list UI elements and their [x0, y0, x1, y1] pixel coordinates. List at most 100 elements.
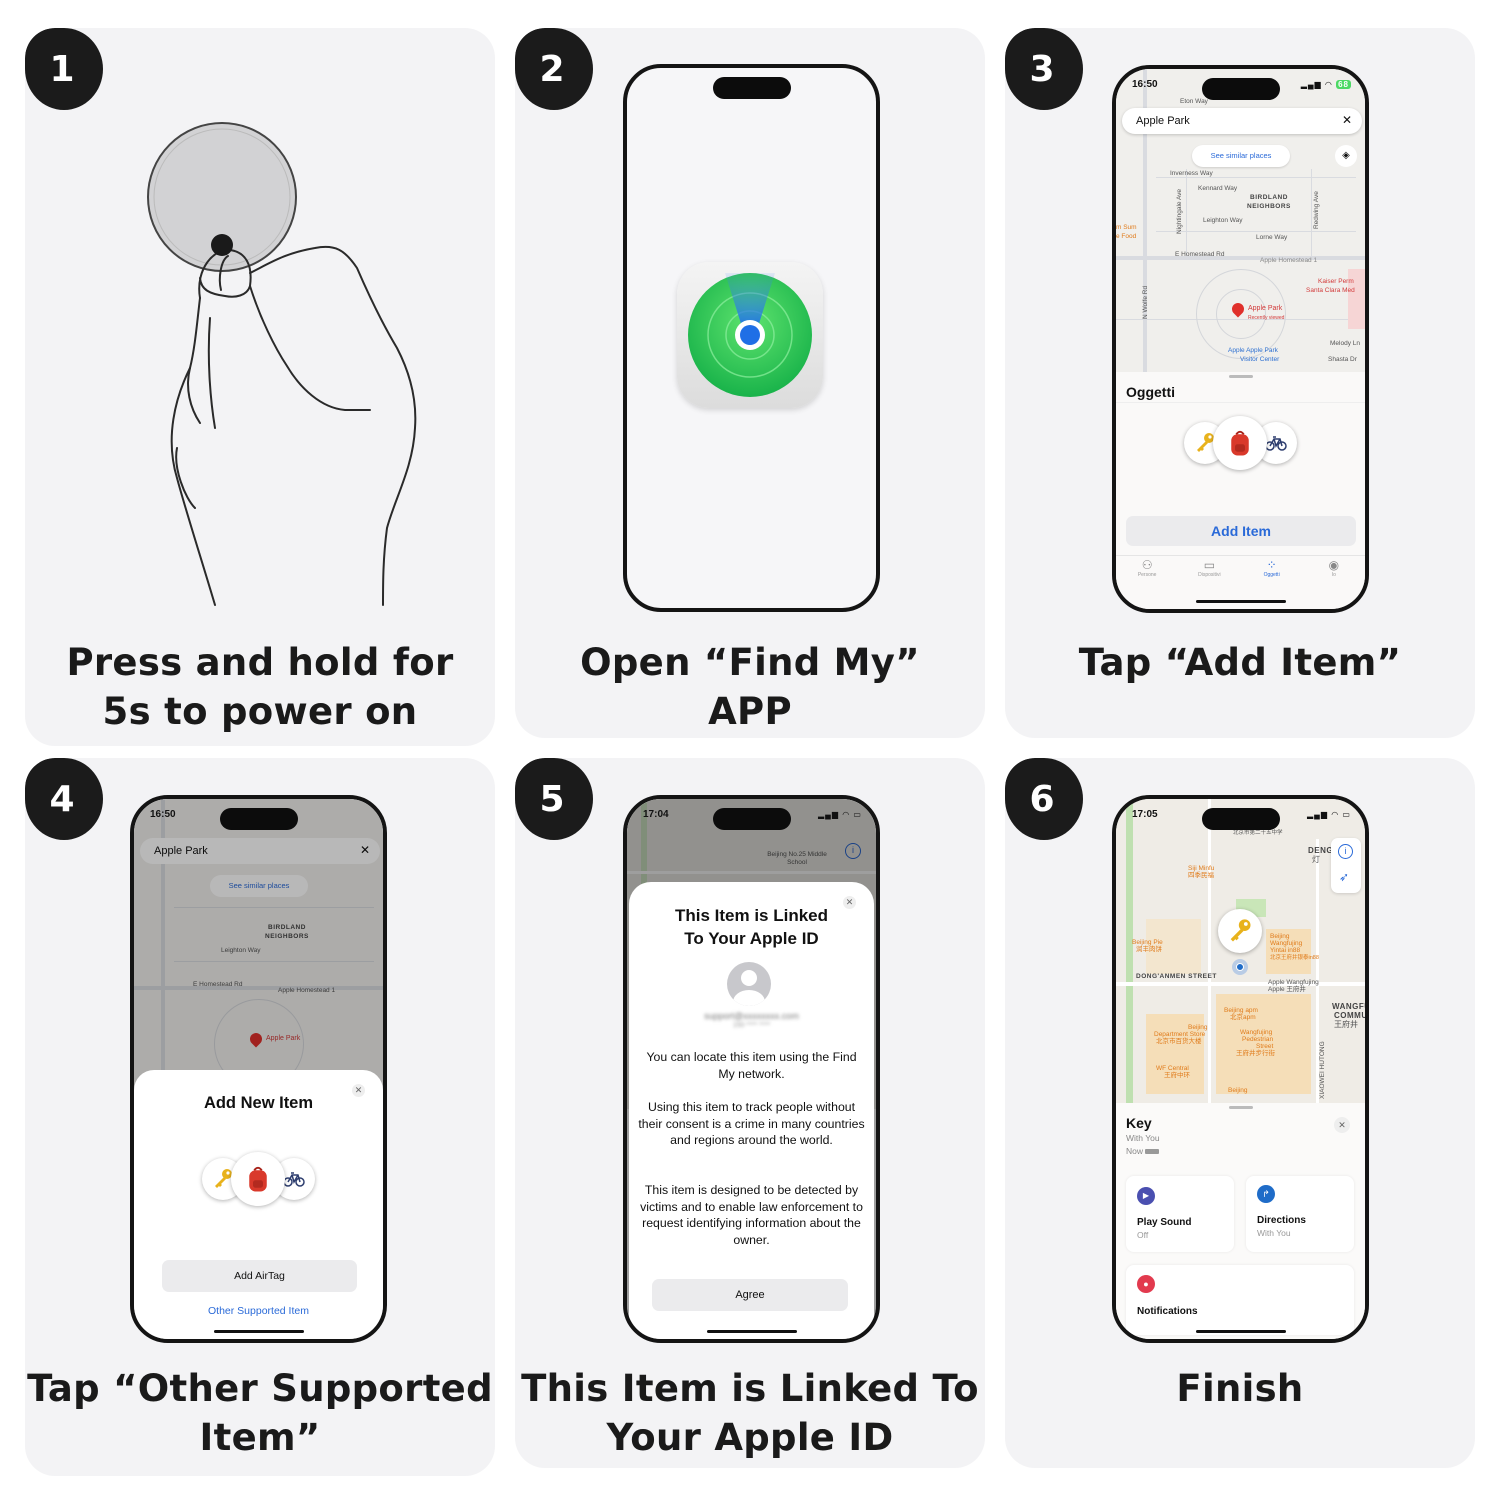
- map-label: Apple 王府井: [1268, 986, 1306, 993]
- see-similar-places-button[interactable]: See similar places: [1192, 145, 1290, 167]
- search-value: Apple Park: [154, 845, 208, 857]
- caption-line: APP: [708, 690, 792, 733]
- step-number-badge: 6: [1005, 758, 1083, 840]
- map-label: Apple Apple Park: [1228, 347, 1278, 354]
- backpack-icon: [1225, 428, 1255, 458]
- tab-persone[interactable]: ⚇Persone: [1116, 558, 1178, 588]
- detection-info-text: This item is designed to be detected by …: [640, 1183, 863, 1248]
- clear-search-icon[interactable]: ✕: [1341, 113, 1352, 127]
- item-time: Now: [1126, 1146, 1160, 1156]
- blurred-email: support@xxxxxxxx.com: [704, 1011, 799, 1021]
- tab-dispositivi[interactable]: ▭Dispositivi: [1178, 558, 1240, 588]
- map-label: Siji Minfu: [1188, 865, 1215, 872]
- close-icon[interactable]: ✕: [352, 1084, 365, 1097]
- map-label: Apple Park: [266, 1035, 301, 1042]
- map-view[interactable]: 北京市第二十五中学 DENG 灯 Siji Minfu 四季民福 Beijing…: [1116, 799, 1365, 1105]
- map-label: Beijing: [1270, 933, 1290, 940]
- sheet-handle[interactable]: [1229, 1106, 1253, 1109]
- caption-line: Your Apple ID: [606, 1416, 894, 1459]
- backpack-item-bubble: [231, 1152, 285, 1206]
- map-label: 王府井步行街: [1236, 1050, 1275, 1057]
- current-location-dot: [1232, 959, 1248, 975]
- agree-button[interactable]: Agree: [652, 1279, 848, 1311]
- phone-mockup: 17:04 ▂▄▆ ◠ ▭ Beijing No.25 Middle Schoo…: [623, 795, 880, 1343]
- map-label: XIAOWEI HUTONG: [1319, 1041, 1326, 1099]
- close-icon[interactable]: ✕: [1334, 1117, 1350, 1133]
- map-layers-icon[interactable]: ◈: [1335, 145, 1357, 167]
- battery-level: 68: [1336, 80, 1351, 89]
- directions-label: Directions: [1257, 1215, 1306, 1226]
- play-sound-button[interactable]: ▶ Play Sound Off: [1126, 1176, 1234, 1252]
- map-label: e Food: [1116, 233, 1137, 240]
- status-icons: ▂▄▆ ◠ ▭: [1307, 810, 1351, 819]
- map-label: WANGFU: [1332, 1002, 1365, 1011]
- status-time: 16:50: [1132, 79, 1158, 90]
- sheet-title: Add New Item: [203, 1094, 314, 1112]
- step-3-card: 3 16:50 ▂▄▆ ◠ 68 Eton Way Inverness Way …: [1005, 28, 1475, 738]
- find-my-app-icon[interactable]: [677, 262, 823, 408]
- step-1-card: 1 Press and hold for 5s to power on: [25, 28, 495, 746]
- map-label: Nightingale Ave: [1176, 188, 1183, 234]
- map-label: Wangfujing: [1240, 1029, 1273, 1036]
- close-icon[interactable]: ✕: [843, 896, 856, 909]
- map-label: Beijing Pie: [1132, 939, 1163, 946]
- map-label: NEIGHBORS: [265, 933, 309, 940]
- devices-icon: ▭: [1203, 558, 1216, 572]
- caption-line: Item”: [199, 1416, 321, 1459]
- map-label: Street: [1256, 1043, 1274, 1050]
- map-label: 北京王府井银泰in88: [1270, 955, 1319, 961]
- radar-icon: [688, 273, 812, 397]
- tab-io[interactable]: ◉Io: [1303, 558, 1365, 588]
- sheet-title: This Item is Linked To Your Apple ID: [629, 904, 874, 950]
- directions-button[interactable]: ↱ Directions With You: [1246, 1176, 1354, 1252]
- phone-mockup: [623, 64, 880, 612]
- map-label: Visitor Center: [1240, 356, 1280, 363]
- map-view[interactable]: Eton Way Inverness Way Kennard Way BIRDL…: [1116, 69, 1365, 379]
- backpack-icon: [243, 1164, 273, 1194]
- map-label: E Homestead Rd: [1175, 251, 1225, 258]
- battery-icon: [1145, 1149, 1160, 1154]
- map-label: 王府井: [1334, 1020, 1358, 1029]
- backpack-item-bubble[interactable]: [1213, 416, 1267, 470]
- map-controls: i ➶: [1331, 838, 1361, 893]
- add-airtag-label: Add AirTag: [234, 1270, 285, 1282]
- notifications-button[interactable]: ● Notifications: [1126, 1265, 1354, 1335]
- location-arrow-icon[interactable]: ➶: [1339, 870, 1350, 884]
- caption-line: Tap “Other Supported: [27, 1367, 493, 1410]
- map-label: m Sum: [1116, 224, 1137, 231]
- add-item-label: Add Item: [1211, 523, 1271, 539]
- tracking-warning-text: Using this item to track people without …: [638, 1100, 865, 1148]
- tab-label: Io: [1331, 572, 1336, 578]
- map-label: Inverness Way: [1170, 170, 1213, 177]
- bell-icon: ●: [1137, 1275, 1155, 1293]
- tab-label: Persone: [1137, 572, 1157, 578]
- key-location-pin[interactable]: [1218, 909, 1262, 953]
- info-icon[interactable]: i: [1338, 844, 1353, 859]
- item-status: With You: [1126, 1133, 1160, 1143]
- add-item-button[interactable]: Add Item: [1126, 516, 1356, 546]
- sheet-handle[interactable]: [1229, 375, 1253, 378]
- home-indicator: [214, 1330, 304, 1333]
- map-label: DONG'ANMEN STREET: [1136, 973, 1217, 980]
- caption-line: Tap “Add Item”: [1078, 641, 1402, 684]
- map-label: 北京apm: [1230, 1014, 1256, 1021]
- map-label: N Wolfe Rd: [1142, 285, 1149, 319]
- map-label: E Homestead Rd: [193, 981, 243, 988]
- map-label: Eton Way: [1180, 98, 1208, 105]
- map-label: 四季民福: [1188, 872, 1214, 879]
- other-supported-item-link[interactable]: Other Supported Item: [208, 1305, 309, 1317]
- search-value: Apple Park: [1136, 115, 1190, 127]
- tab-oggetti[interactable]: ⁘Oggetti: [1241, 558, 1303, 588]
- map-label: Apple Homestead 1: [1260, 257, 1318, 264]
- add-airtag-button[interactable]: Add AirTag: [162, 1260, 357, 1292]
- dynamic-island: [1202, 808, 1280, 830]
- play-sound-status: Off: [1137, 1230, 1149, 1240]
- phone-mockup: 16:50 ▂▄▆ ◠ 68 Eton Way Inverness Way Ke…: [1112, 65, 1369, 613]
- step-number-badge: 2: [515, 28, 593, 110]
- map-label: Shasta Dr: [1328, 356, 1357, 363]
- status-icons: ▂▄▆ ◠ 68: [1300, 80, 1351, 89]
- phone-mockup: 17:05 ▂▄▆ ◠ ▭ 北京市第二十五中学 DENG 灯 Siji Minf…: [1112, 795, 1369, 1343]
- search-field[interactable]: Apple Park ✕: [1122, 108, 1362, 134]
- map-label: Redwing Ave: [1313, 191, 1320, 229]
- step-number-badge: 4: [25, 758, 103, 840]
